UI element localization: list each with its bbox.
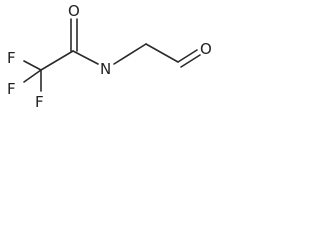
atom-label-layer: F F F O N O bbox=[7, 2, 212, 111]
bond-aldehyde-o-1 bbox=[177, 49, 198, 63]
atom-n-amide: N bbox=[100, 60, 111, 78]
bond-n-ch2 bbox=[113, 43, 147, 65]
atom-o-aldehyde: O bbox=[200, 40, 212, 58]
atom-o-carbonyl: O bbox=[68, 2, 80, 20]
bond-layer bbox=[23, 18, 201, 92]
atom-f-lower-left: F bbox=[7, 80, 16, 98]
bond-cf3-carbonyl bbox=[40, 50, 74, 71]
bond-c-f1 bbox=[23, 60, 42, 71]
bond-c-f2 bbox=[23, 69, 42, 83]
molecule-structure: F F F O N O bbox=[7, 2, 212, 111]
atom-f-bottom: F bbox=[35, 93, 44, 111]
bond-ch2-cho bbox=[145, 43, 179, 63]
bond-carbonyl-n bbox=[72, 50, 99, 65]
bond-aldehyde-o-2 bbox=[180, 54, 201, 68]
atom-f-upper-left: F bbox=[7, 49, 16, 67]
